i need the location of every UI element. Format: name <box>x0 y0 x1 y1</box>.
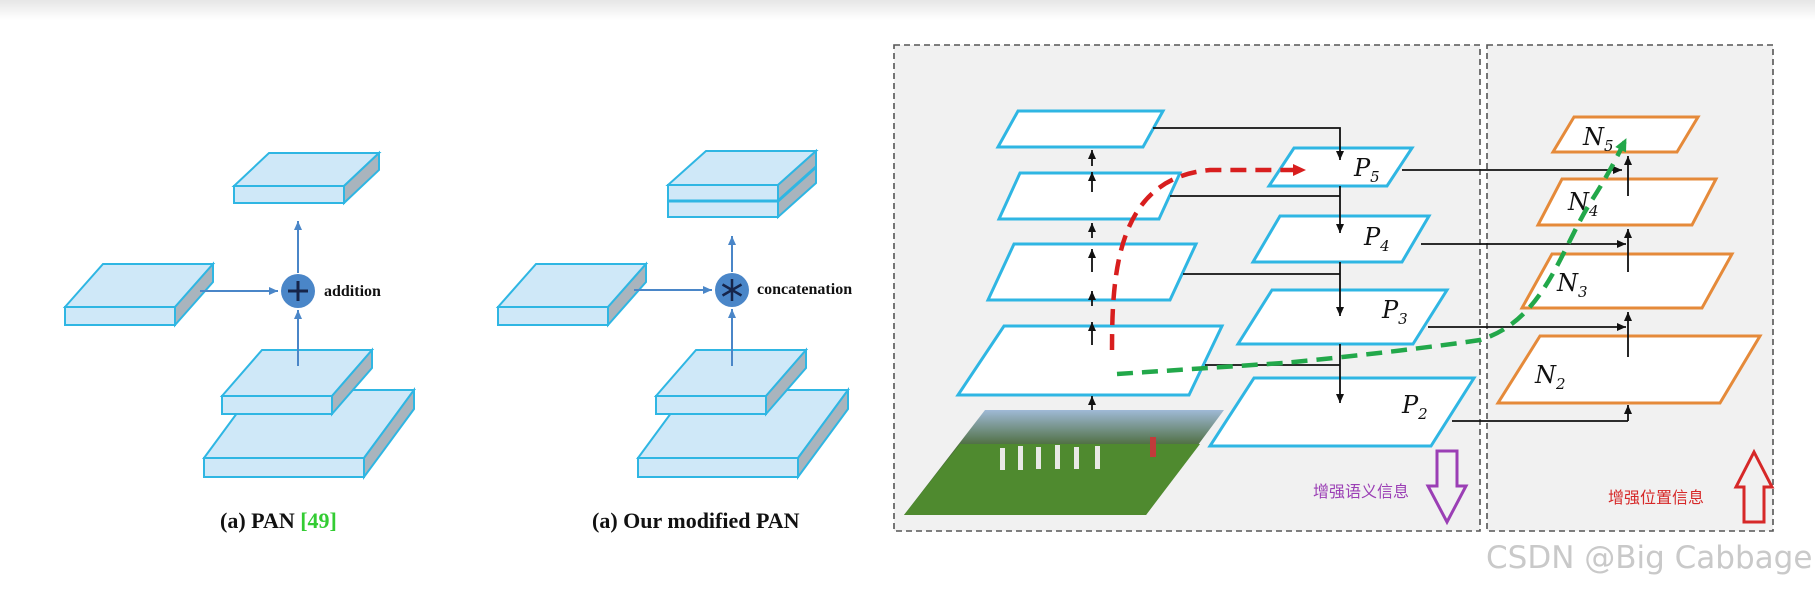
pan-caption: (a) PAN [49] <box>220 508 337 533</box>
pan-output-slab <box>231 150 382 206</box>
n2-layer <box>1495 334 1763 405</box>
modified-pan-caption: (a) Our modified PAN <box>592 508 800 533</box>
down-arrow-icon <box>1425 449 1469 526</box>
lateral-arrow-p5 <box>1153 127 1344 160</box>
pan-panel: addition (a) PAN [49] <box>62 150 416 533</box>
pan-caption-text: (a) PAN <box>220 508 300 533</box>
p5-label: P5 <box>1353 154 1380 186</box>
pan-bottom-slab-small <box>219 347 375 417</box>
position-enhancement-label: 增强位置信息 <box>1608 488 1704 507</box>
watermark: CSDN @Big Cabbage <box>1486 540 1812 576</box>
input-image <box>904 410 1224 515</box>
pan-lateral-slab <box>62 261 216 328</box>
p3-label: P3 <box>1381 296 1408 328</box>
modified-pan-output-slab <box>665 148 819 220</box>
modified-pan-bottom-slab-small <box>653 347 809 417</box>
up-arrow-icon <box>1733 448 1775 524</box>
p4-label: P4 <box>1363 223 1390 255</box>
modified-pan-lateral-slab <box>495 261 649 328</box>
p5-layer <box>1266 146 1415 188</box>
n3-label: N3 <box>1556 269 1588 301</box>
backbone-layer-c4 <box>996 171 1183 221</box>
modified-pan-panel: concatenation (a) Our modified PAN <box>495 148 852 533</box>
semantic-enhancement-label: 增强语义信息 <box>1313 482 1409 501</box>
pan-caption-ref: [49] <box>300 508 337 533</box>
p2-label: P2 <box>1401 391 1428 423</box>
bottomup-localization-path <box>1116 137 1629 377</box>
n5-layer <box>1550 115 1701 154</box>
addition-node-icon <box>281 274 315 308</box>
p3-layer <box>1235 288 1450 346</box>
topdown-semantic-path <box>1109 164 1306 351</box>
top-shadow-bar <box>0 0 1815 20</box>
addition-label: addition <box>324 283 381 300</box>
concatenation-label: concatenation <box>757 281 852 298</box>
p4-layer <box>1250 214 1432 264</box>
n4-layer <box>1535 177 1719 227</box>
backbone-layer-c2 <box>955 324 1225 397</box>
n3-layer <box>1519 252 1735 310</box>
p2-layer <box>1207 376 1477 448</box>
concatenation-node-icon <box>715 273 749 307</box>
n2-label: N2 <box>1534 361 1566 393</box>
n5-label: N5 <box>1582 123 1614 155</box>
fpn-panel: P5 P4 P3 P2 增强语义信息 <box>893 44 1481 532</box>
backbone-layer-c5 <box>995 109 1166 149</box>
pan-bottomup-panel: N5 N4 N3 N2 增强位置信息 <box>1402 44 1775 532</box>
